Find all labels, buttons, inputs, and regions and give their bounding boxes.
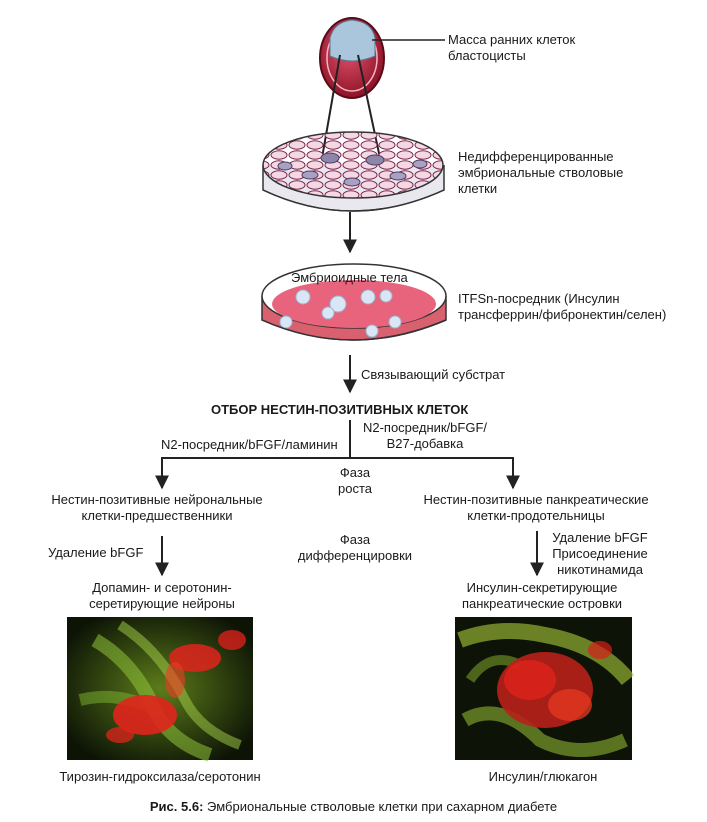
label-neurons-result: Допамин- и серотонин- серетирующие нейро… [89,580,235,611]
embryoid-dish [261,263,447,341]
caption-text: Эмбриональные стволовые клетки при сахар… [207,799,558,814]
figure-caption: Рис. 5.6: Эмбриональные стволовые клетки… [0,799,707,815]
label-right-bfgf-removal: Удаление bFGF Присоединение никотинамида [552,530,648,577]
label-right-medium: N2-посредник/bFGF/ B27-добавка [362,420,488,451]
label-left-bfgf-removal: Удаление bFGF [48,545,144,560]
label-growth-phase: Фаза роста [338,465,372,496]
label-selection-title: ОТБОР НЕСТИН-ПОЗИТИВНЫХ КЛЕТОК [211,402,469,417]
label-left-medium: N2-посредник/bFGF/ламинин [161,437,338,452]
label-right-staining: Инсулин/глюкагон [488,769,598,784]
label-binding-substrate: Связывающий субстрат [361,367,506,382]
label-islets-result: Инсулин-секретирующие панкреатические ос… [461,580,623,611]
label-pancreatic-progenitors: Нестин-позитивные панкреатические клетки… [423,492,649,523]
label-inner-cell-mass: Масса ранних клеток бластоцисты [448,32,576,63]
blastocyst [319,17,385,99]
es-cell-dish [262,131,445,212]
neuron-micrograph [67,617,253,762]
caption-label: Рис. 5.6: [149,799,204,814]
label-itfsn-medium: ITFSn-посредник (Инсулин трансферрин/фиб… [458,291,667,322]
label-embryoid-bodies: Эмбриоидные тела [291,270,408,285]
label-left-staining: Тирозин-гидроксилаза/серотонин [59,769,261,784]
label-differentiation-phase: Фаза дифференцировки [297,532,413,563]
label-neural-progenitors: Нестин-позитивные нейрональные клетки-пр… [51,492,263,523]
islet-micrograph [455,617,635,760]
label-undifferentiated-cells: Недифференцированные эмбриональные ствол… [458,149,624,196]
